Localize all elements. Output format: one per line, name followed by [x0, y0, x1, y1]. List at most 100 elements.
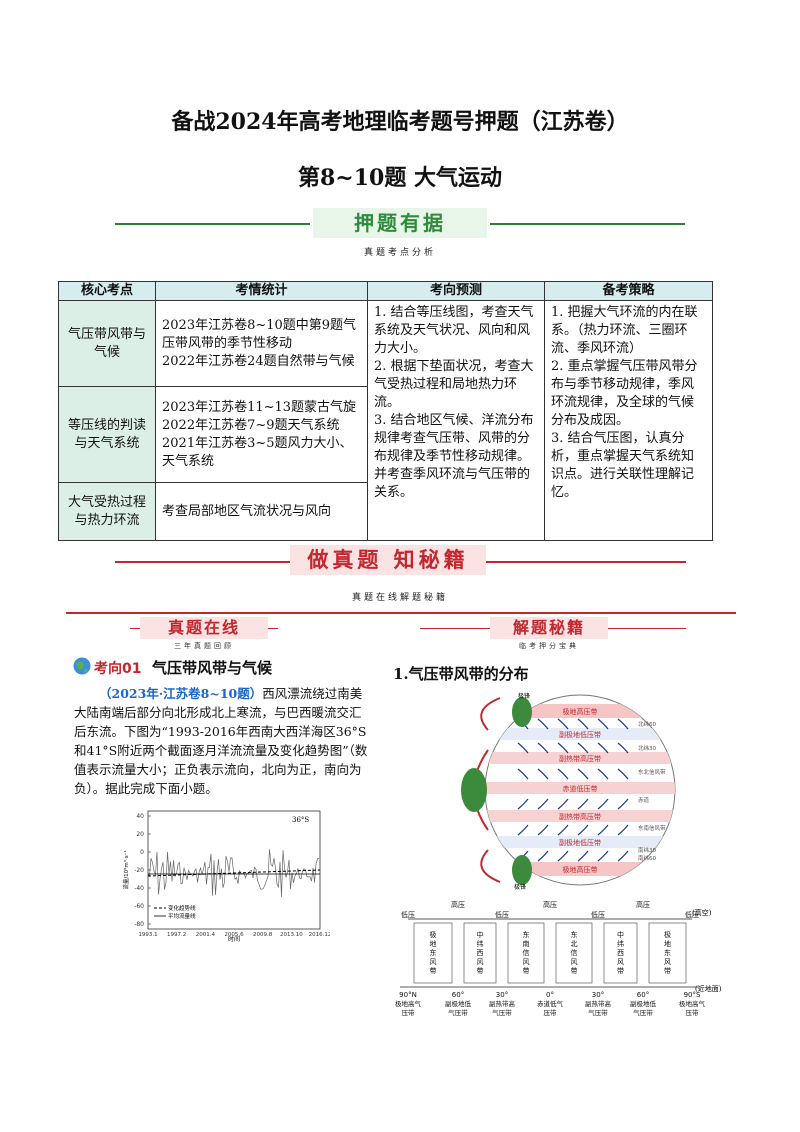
y-tick-label: -60 — [134, 903, 144, 910]
lat-label: 36°S — [292, 816, 309, 824]
wind-arrow — [617, 768, 629, 780]
wind-arrow — [577, 824, 589, 836]
wind-belt-char: 带 — [430, 967, 437, 975]
x-tick-label: 2009.8 — [253, 932, 273, 938]
belt-name: 气压带 — [633, 1008, 653, 1017]
belt-name: 极地高气 — [395, 999, 422, 1008]
wind-arrow — [557, 742, 569, 754]
wind-belt-char: 带 — [664, 967, 671, 975]
wind-belt-char: 带 — [477, 967, 484, 975]
wind-arrow — [617, 824, 629, 836]
question-text: 西风漂流绕过南美大陆南端后部分向北形成北上寒流，与巴西暖流交汇后东流。下图为“1… — [74, 686, 368, 796]
latitude-label: 北纬30 — [638, 744, 656, 752]
wind-belt-char: 风 — [477, 958, 484, 966]
wind-arrow — [597, 850, 609, 862]
wind-arrow — [557, 798, 569, 810]
y-tick-label: 20 — [136, 831, 144, 838]
kaoxiang-label: 考向01 — [94, 661, 142, 677]
analysis-table: 核心考点 考情统计 考向预测 备考策略 气压带风带与气候 2023年江苏卷8~1… — [58, 281, 713, 541]
wind-arrow — [557, 850, 569, 862]
belt-name: 副极地低 — [630, 999, 657, 1008]
page-subtitle: 第8~10题 大气运动 — [297, 165, 503, 191]
wind-arrow — [537, 798, 549, 810]
y-tick-label: 40 — [136, 813, 144, 820]
wind-arrow — [577, 718, 589, 730]
topic-cell: 气压带风带与气候 — [58, 300, 156, 387]
divider-line — [486, 561, 686, 563]
wind-belt-char: 东 — [523, 930, 530, 939]
wind-belt-char: 信 — [571, 948, 578, 957]
latitude-label: 北纬60 — [638, 720, 656, 728]
zhenti-note: 三年真题回顾 — [174, 642, 234, 650]
wind-belt-char: 纬 — [477, 939, 484, 948]
wind-arrow — [577, 798, 589, 810]
wind-arrow — [517, 742, 529, 754]
x-tick-label: 2001.4 — [196, 932, 216, 938]
topic-cell: 等压线的判读与天气系统 — [58, 386, 156, 483]
wind-belt-char: 信 — [523, 948, 530, 957]
x-tick-label: 1993.1 — [138, 932, 157, 938]
pressure-top-label: 高压 — [543, 900, 557, 909]
circulation-diagram: 低压高压低压高压低压高压低压极地东风带中纬西风带东南信风带东北信风带中纬西风带极… — [395, 900, 722, 1017]
legend-trend: 变化趋势线 — [168, 904, 196, 912]
stats-cell: 考查局部地区气流状况与风向 — [155, 482, 368, 541]
pressure-belt-globe: 极地高压带副极地低压带副热带高压带赤道低压带副热带高压带副极地低压带极地高压带 … — [461, 692, 676, 890]
pressure-top-label: 低压 — [495, 910, 509, 919]
wind-belt-char: 带 — [617, 967, 624, 975]
wind-belt-char: 带 — [523, 967, 530, 975]
section-banner-zuozhenti: 做真题 知秘籍 — [290, 545, 486, 575]
col-header: 考向预测 — [367, 281, 545, 301]
latitude-tick: 60° — [452, 991, 464, 999]
legend-mean: 平均流量线 — [168, 912, 196, 920]
stat-line: 2023年江苏卷8~10题中第9题气压带风带的季节性移动 — [162, 317, 357, 351]
kaoxiang-title: 气压带风带与气候 — [152, 659, 273, 677]
x-tick-label: 2005.6 — [224, 932, 244, 938]
flow-series-line — [147, 849, 320, 898]
x-tick-label: 2013.10 — [280, 932, 303, 938]
divider-line — [66, 612, 736, 614]
wind-arrow — [597, 768, 609, 780]
section-note: 真题考点分析 — [363, 248, 436, 258]
wind-belt-char: 带 — [571, 967, 578, 975]
pressure-top-label: 高压 — [636, 900, 650, 909]
wind-arrow — [617, 742, 629, 754]
strategy-item: 3. 结合气压图，认真分析，重点掌握天气系统知识点。进行关联性理解记忆。 — [551, 431, 695, 500]
belt-name: 副热带高 — [585, 999, 612, 1008]
wind-belt-char: 风 — [430, 958, 437, 966]
wind-arrow — [617, 798, 629, 810]
latitude-label: 南纬60 — [638, 854, 656, 862]
y-tick-label: -40 — [134, 885, 144, 892]
wind-belt-char: 东 — [571, 930, 578, 939]
wind-arrow — [597, 742, 609, 754]
strategy-item: 2. 重点掌握气压带风带分布与季节移动规律，季风环流规律，及全球的气候分布及成因… — [551, 359, 698, 428]
page-title: 备战2024年高考地理临考题号押题（江苏卷） — [171, 109, 629, 135]
belt-name: 气压带 — [588, 1008, 608, 1017]
tree-icon — [512, 697, 532, 727]
wind-arrow — [617, 850, 629, 862]
wind-belt-char: 纬 — [617, 939, 624, 948]
wind-belt-char: 风 — [617, 958, 624, 966]
wind-arrow — [557, 768, 569, 780]
latitude-tick: 90°N — [399, 991, 417, 999]
belt-name: 气压带 — [492, 1008, 512, 1017]
wind-arrow — [517, 824, 529, 836]
prediction-item: 2. 根据下垫面状况，考查大气受热过程和局地热力环流。 — [374, 359, 534, 410]
latitude-tick: 0° — [546, 991, 554, 999]
stat-line: 2022年江苏卷7~9题天气系统 — [162, 417, 340, 433]
x-axis-label: 时间 — [228, 935, 240, 943]
secret-heading: 1.气压带风带的分布 — [393, 665, 529, 683]
high-altitude-label: (高空) — [692, 908, 712, 917]
pressure-belt-label: 副热带高压带 — [559, 812, 601, 821]
wind-arrow — [537, 768, 549, 780]
wind-arrow — [537, 850, 549, 862]
wind-arrow — [577, 768, 589, 780]
latitude-label: 赤道 — [638, 796, 650, 804]
y-tick-label: -20 — [134, 867, 144, 874]
wind-arrow — [557, 824, 569, 836]
stat-line: 2023年江苏卷11~13题蒙古气旋 — [162, 399, 357, 415]
pressure-belt-label: 副热带高压带 — [559, 754, 601, 763]
wind-arrow — [577, 742, 589, 754]
pressure-top-label: 低压 — [591, 910, 605, 919]
strategy-cell: 1. 把握大气环流的内在联系。（热力环流、三圈环流、季风环流） 2. 重点掌握气… — [544, 300, 713, 541]
belt-name: 极地高气 — [679, 999, 706, 1008]
